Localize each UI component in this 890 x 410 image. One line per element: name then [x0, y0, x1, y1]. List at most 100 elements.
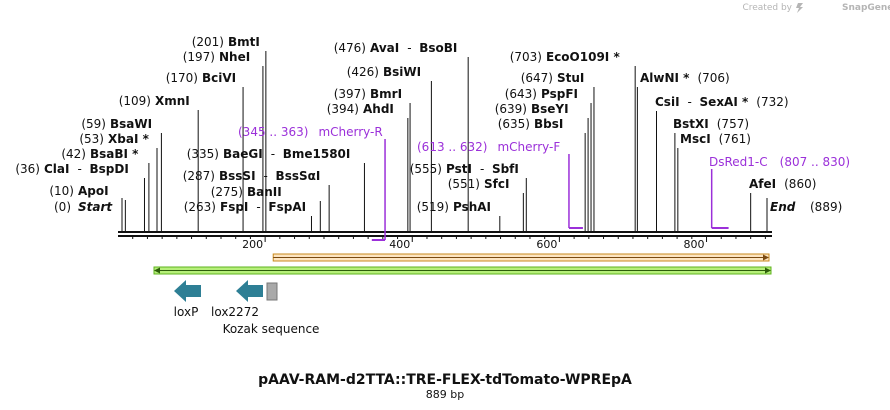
primer-name: mCherry-R: [318, 125, 382, 139]
enzyme-partner: Bme1580I: [283, 147, 351, 161]
lox2272-feature: lox2272: [211, 280, 263, 319]
enzyme-dash: -: [688, 95, 692, 109]
enzyme-name: BsiWI: [383, 65, 421, 79]
lox2272-label: lox2272: [211, 305, 259, 319]
enzyme-partner: BspDI: [89, 162, 128, 176]
primer-range: (613 .. 632): [417, 140, 487, 154]
enzyme-position: (706): [697, 71, 729, 85]
enzyme-name: PspFI: [541, 87, 578, 101]
map-title: pAAV-RAM-d2TTA::TRE-FLEX-tdTomato-WPREpA: [258, 372, 632, 388]
enzyme-position: (10): [49, 184, 74, 198]
enzyme-name: PshAI: [453, 200, 491, 214]
credit-prefix: Created by: [742, 3, 792, 13]
enzyme-position: (639): [495, 102, 527, 116]
enzyme-cut-lines: [121, 51, 768, 231]
enzyme-name: StuI: [557, 71, 584, 85]
enzyme-partner: SbfI: [492, 162, 519, 176]
enzyme-position: (647): [521, 71, 553, 85]
enzyme-position: (170): [166, 71, 198, 85]
enzyme-partner: SexAI *: [700, 95, 749, 109]
start-position: (0): [54, 200, 71, 214]
enzyme-dash: -: [480, 162, 484, 176]
enzyme-position: (860): [784, 177, 816, 191]
enzyme-name: CsiI: [655, 95, 680, 109]
primer-range: (807 .. 830): [780, 155, 850, 169]
enzyme-name: XmnI: [155, 94, 190, 108]
enzyme-name: AlwNI *: [640, 71, 690, 85]
enzyme-position: (287): [183, 169, 215, 183]
primer-name: mCherry-F: [497, 140, 560, 154]
enzyme-name: BmtI: [228, 35, 260, 49]
enzyme-position: (519): [417, 200, 449, 214]
enzyme-partner: FspAI: [268, 200, 306, 214]
enzyme-name: PstI: [446, 162, 472, 176]
enzyme-name: BstXI: [673, 117, 709, 131]
enzyme-name: BsaWI: [110, 117, 152, 131]
enzyme-position: (263): [184, 200, 216, 214]
enzyme-partner: BssSαI: [276, 169, 321, 183]
primer-name: DsRed1-C: [709, 155, 768, 169]
enzyme-name: EcoO109I *: [546, 50, 620, 64]
enzyme-name: BsaBI *: [90, 147, 139, 161]
enzyme-name: BanII: [247, 185, 282, 199]
lox2272-arrow-icon: [236, 280, 263, 302]
enzyme-name: BaeGI: [223, 147, 263, 161]
kozak-label: Kozak sequence: [223, 322, 320, 336]
snapgene-logo-icon: [796, 3, 803, 13]
enzyme-position: (394): [327, 102, 359, 116]
loxp-feature: loxP: [174, 280, 201, 319]
enzyme-position: (275): [211, 185, 243, 199]
enzyme-position: (476): [334, 41, 366, 55]
enzyme-name: AhdI: [363, 102, 394, 116]
loxp-arrow-icon: [174, 280, 201, 302]
enzyme-position: (42): [61, 147, 86, 161]
enzyme-name: SfcI: [484, 177, 509, 191]
enzyme-position: (761): [719, 132, 751, 146]
enzyme-dash: -: [256, 200, 260, 214]
enzyme-position: (732): [756, 95, 788, 109]
enzyme-dash: -: [264, 169, 268, 183]
enzyme-position: (335): [187, 147, 219, 161]
enzyme-name: BbsI: [534, 117, 563, 131]
enzyme-name: NheI: [219, 50, 250, 64]
enzyme-position: (703): [510, 50, 542, 64]
enzyme-position: (397): [334, 87, 366, 101]
enzyme-position: (426): [347, 65, 379, 79]
credit-brand: SnapGene: [842, 3, 890, 13]
loxp-label: loxP: [174, 305, 199, 319]
enzyme-dash: -: [271, 147, 275, 161]
enzyme-name: AvaI: [370, 41, 399, 55]
ruler-tick-label: 800: [684, 238, 705, 251]
map-length: 889 bp: [426, 388, 464, 401]
enzyme-position: (36): [15, 162, 40, 176]
ruler-tick-label: 400: [389, 238, 410, 251]
enzyme-position: (201): [192, 35, 224, 49]
enzyme-name: ClaI: [44, 162, 69, 176]
enzyme-dash: -: [77, 162, 81, 176]
enzyme-name: MscI: [680, 132, 711, 146]
primer-range: (345 .. 363): [238, 125, 308, 139]
enzyme-name: BmrI: [370, 87, 402, 101]
enzyme-position: (551): [448, 177, 480, 191]
enzyme-name: BssSI: [219, 169, 256, 183]
enzyme-position: (643): [505, 87, 537, 101]
enzyme-position: (197): [183, 50, 215, 64]
kozak-box-icon: [266, 282, 278, 301]
enzyme-labels: (10)ApoI(36)ClaI-BspDI(42)BsaBI *(53)Xba…: [15, 35, 816, 214]
start-label: Start: [78, 200, 113, 214]
enzyme-name: BseYI: [531, 102, 569, 116]
enzyme-position: (53): [79, 132, 104, 146]
enzyme-position: (109): [119, 94, 151, 108]
enzyme-position: (59): [81, 117, 106, 131]
end-position: (889): [810, 200, 842, 214]
enzyme-position: (555): [410, 162, 442, 176]
enzyme-name: ApoI: [78, 184, 109, 198]
kozak-feature: Kozak sequence: [223, 282, 320, 336]
enzyme-name: XbaI *: [108, 132, 150, 146]
enzyme-position: (635): [498, 117, 530, 131]
ruler-tick-label: 200: [242, 238, 263, 251]
enzyme-name: FspI: [220, 200, 248, 214]
enzyme-dash: -: [407, 41, 411, 55]
green-feature-bar: [153, 266, 772, 275]
